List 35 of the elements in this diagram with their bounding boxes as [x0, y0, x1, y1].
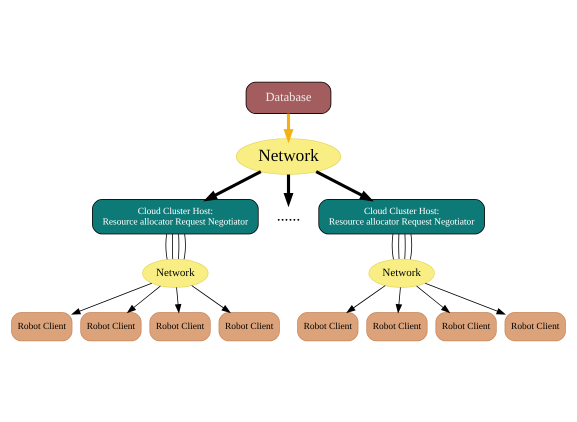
node-box: Robot Client	[297, 312, 358, 341]
connector	[392, 233, 394, 260]
arrow	[126, 285, 161, 313]
node-box: Database	[246, 81, 332, 114]
arrow	[416, 285, 450, 313]
arrow	[315, 170, 374, 202]
connector	[404, 233, 406, 259]
connector	[184, 233, 186, 260]
node-box: Robot Client	[149, 312, 211, 341]
node-box: Cloud Cluster Host: Resource allocator Request Negotiator	[92, 198, 259, 234]
node-box: Robot Client	[80, 312, 142, 341]
connector	[166, 233, 168, 260]
node-ellipse: Network	[236, 138, 342, 174]
arrow	[284, 113, 294, 143]
arrow	[424, 282, 506, 314]
node-box: Cloud Cluster Host: Resource allocator Request Negotiator	[318, 198, 485, 234]
arrow	[396, 286, 402, 314]
node-box: Robot Client	[435, 312, 497, 341]
arrow	[174, 286, 182, 314]
arrow	[284, 174, 294, 207]
connector	[410, 233, 412, 260]
node-ellipse: Network	[142, 258, 208, 288]
arrow	[346, 284, 386, 313]
node-box: Robot Client	[11, 312, 72, 341]
node-box: Robot Client	[218, 312, 280, 341]
arrow	[191, 284, 231, 313]
connector	[178, 233, 180, 259]
connector	[398, 233, 400, 259]
node-box: Robot Client	[504, 312, 566, 341]
node-box: Robot Client	[366, 312, 428, 341]
arrow	[71, 282, 152, 314]
node-text: ......	[276, 207, 300, 224]
node-ellipse: Network	[368, 258, 435, 288]
arrow	[203, 170, 262, 202]
connector	[172, 233, 174, 259]
